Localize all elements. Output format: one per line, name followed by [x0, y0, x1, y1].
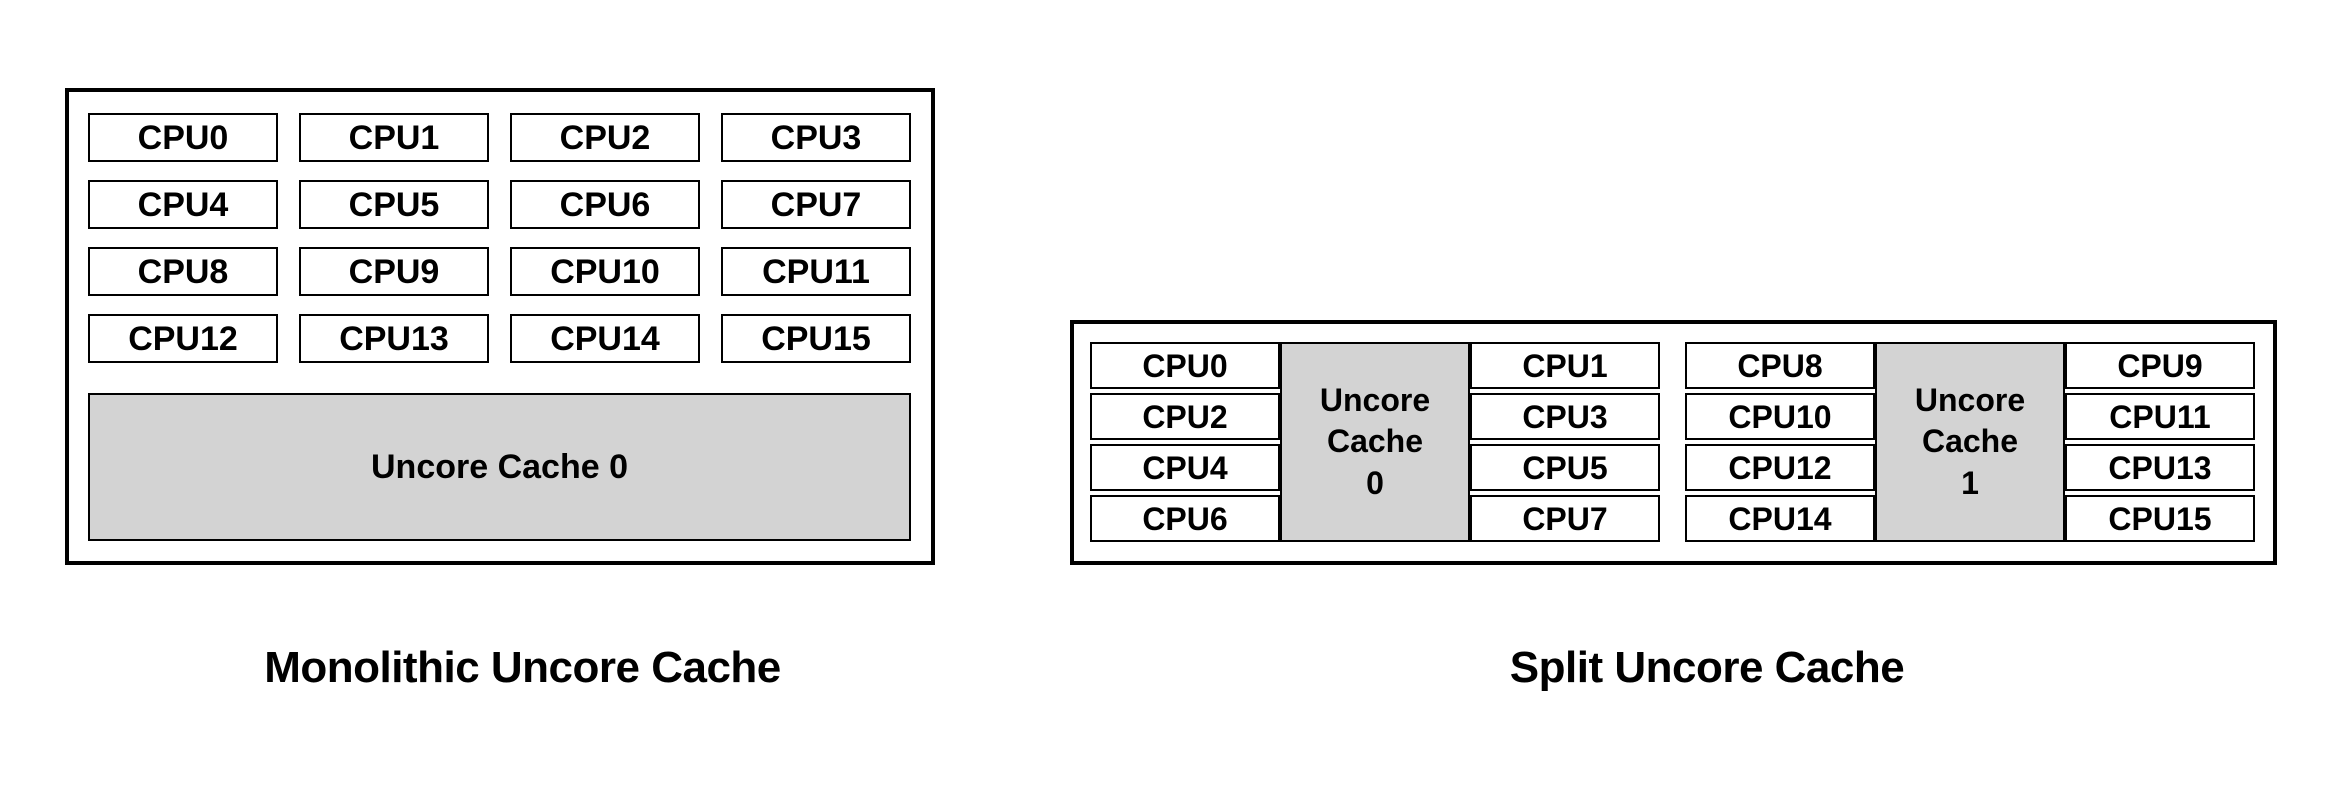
cpu-box: CPU7 [721, 180, 911, 229]
cluster-1-left-column: CPU8 CPU10 CPU12 CPU14 [1685, 342, 1875, 542]
cpu-box: CPU15 [721, 314, 911, 363]
cpu-box: CPU3 [721, 113, 911, 162]
cache-label-line: 0 [1366, 464, 1384, 501]
cpu-box: CPU6 [1090, 495, 1280, 542]
cpu-box: CPU4 [88, 180, 278, 229]
cache-label-line: Cache [1921, 423, 2019, 460]
cpu-box: CPU12 [88, 314, 278, 363]
split-cluster-1: CPU8 CPU10 CPU12 CPU14 Uncore Cache 1 CP… [1685, 342, 2255, 542]
cpu-box: CPU9 [299, 247, 489, 296]
cache-label-line: 1 [1961, 464, 1979, 501]
cpu-box: CPU4 [1090, 444, 1280, 491]
cache-label-line: Uncore [1319, 381, 1431, 418]
cpu-box: CPU11 [2065, 393, 2255, 440]
cpu-box: CPU12 [1685, 444, 1875, 491]
cache-label-line: Cache [1326, 423, 1424, 460]
cpu-box: CPU1 [1470, 342, 1660, 389]
cpu-box: CPU11 [721, 247, 911, 296]
cpu-box: CPU14 [510, 314, 700, 363]
cpu-box: CPU13 [2065, 444, 2255, 491]
split-caption: Split Uncore Cache [1509, 643, 1905, 692]
split-uncore-diagram: CPU0 CPU2 CPU4 CPU6 Uncore Cache 0 CPU1 … [1070, 320, 2277, 565]
monolithic-caption: Monolithic Uncore Cache [264, 643, 781, 692]
cpu-box: CPU5 [299, 180, 489, 229]
cpu-box: CPU9 [2065, 342, 2255, 389]
uncore-cache-0-box: Uncore Cache 0 [1280, 342, 1470, 542]
cpu-box: CPU1 [299, 113, 489, 162]
cluster-0-right-column: CPU1 CPU3 CPU5 CPU7 [1470, 342, 1660, 542]
cpu-grid: CPU0 CPU1 CPU2 CPU3 CPU4 CPU5 CPU6 CPU7 … [88, 113, 911, 363]
monolithic-uncore-diagram: CPU0 CPU1 CPU2 CPU3 CPU4 CPU5 CPU6 CPU7 … [65, 88, 935, 565]
cpu-box: CPU5 [1470, 444, 1660, 491]
uncore-cache-1-box: Uncore Cache 1 [1875, 342, 2065, 542]
cpu-box: CPU7 [1470, 495, 1660, 542]
cluster-0-left-column: CPU0 CPU2 CPU4 CPU6 [1090, 342, 1280, 542]
cpu-box: CPU10 [510, 247, 700, 296]
cpu-box: CPU6 [510, 180, 700, 229]
cluster-1-right-column: CPU9 CPU11 CPU13 CPU15 [2065, 342, 2255, 542]
cpu-box: CPU0 [88, 113, 278, 162]
cpu-box: CPU8 [88, 247, 278, 296]
cpu-box: CPU14 [1685, 495, 1875, 542]
split-cluster-0: CPU0 CPU2 CPU4 CPU6 Uncore Cache 0 CPU1 … [1090, 342, 1660, 542]
cache-label-line: Uncore [1914, 381, 2026, 418]
cpu-box: CPU0 [1090, 342, 1280, 389]
cpu-box: CPU2 [1090, 393, 1280, 440]
cpu-box: CPU3 [1470, 393, 1660, 440]
uncore-cache-0-box: Uncore Cache 0 [88, 393, 911, 541]
cpu-box: CPU10 [1685, 393, 1875, 440]
cpu-box: CPU15 [2065, 495, 2255, 542]
cpu-box: CPU8 [1685, 342, 1875, 389]
cpu-box: CPU13 [299, 314, 489, 363]
cpu-box: CPU2 [510, 113, 700, 162]
